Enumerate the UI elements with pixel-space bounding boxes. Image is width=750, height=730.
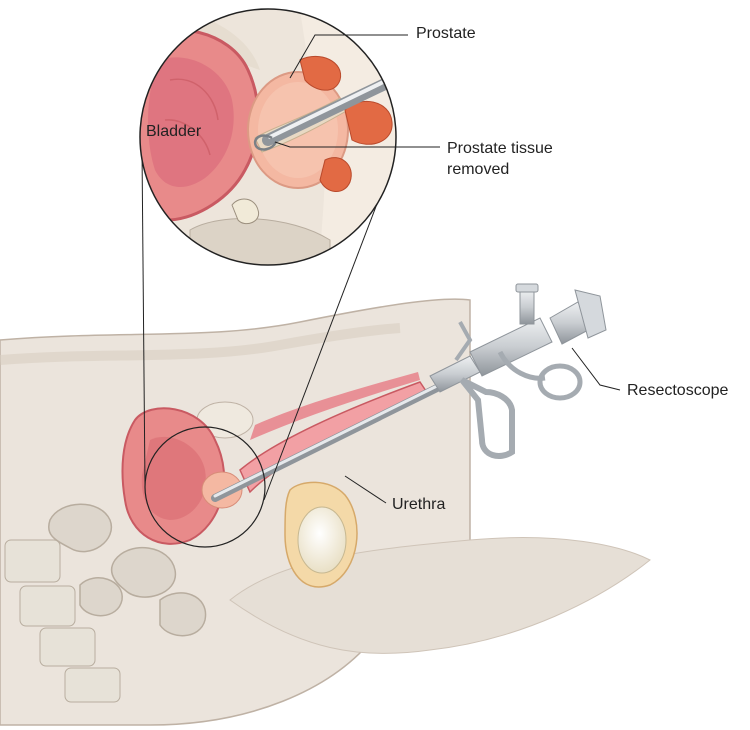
zoom-connector-right <box>263 174 389 501</box>
intestines <box>48 503 207 637</box>
zoom-connector-left <box>141 149 146 488</box>
resectoscope-instrument <box>211 283 607 502</box>
label-prostate-tissue-line-2: removed <box>447 161 510 178</box>
label-resectoscope: Resectoscope <box>627 382 729 399</box>
label-prostate: Prostate <box>416 25 476 42</box>
label-urethra: Urethra <box>392 496 446 513</box>
label-prostate-tissue-removed: Prostate tissue removed <box>447 138 553 180</box>
label-bladder: Bladder <box>146 123 202 140</box>
label-prostate-tissue-line-1: Prostate tissue <box>447 140 553 157</box>
bladder-body-view <box>121 372 430 588</box>
leader-lines <box>274 34 621 504</box>
spine <box>4 539 121 703</box>
